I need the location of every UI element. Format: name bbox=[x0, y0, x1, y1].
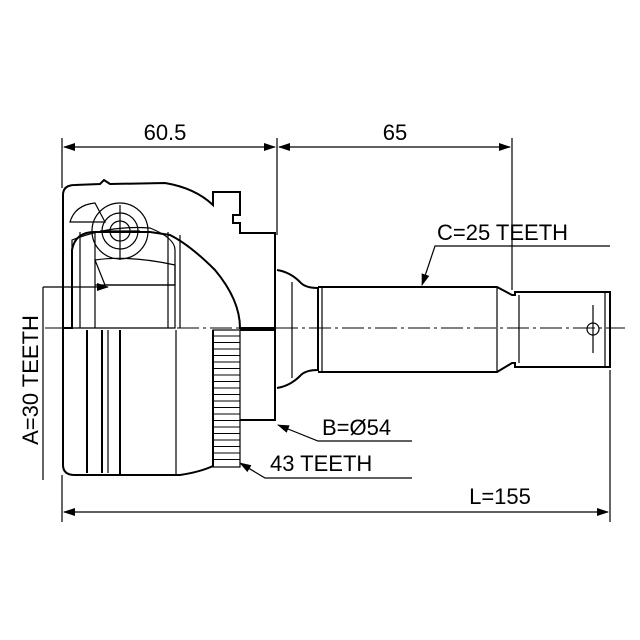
dim-total-length: L=155 bbox=[469, 484, 531, 509]
leader-outer-spline bbox=[421, 245, 610, 286]
housing-outer bbox=[62, 328, 214, 476]
abs-ring bbox=[212, 329, 241, 468]
dim-shaft-length: 65 bbox=[383, 120, 407, 145]
extension-lines bbox=[61, 138, 611, 522]
label-abs-ring: 43 TEETH bbox=[270, 451, 372, 476]
label-seal-diameter: B=Ø54 bbox=[322, 415, 391, 440]
shaft bbox=[276, 269, 611, 389]
flange bbox=[240, 329, 276, 421]
leader-abs-ring bbox=[239, 462, 412, 479]
housing-section bbox=[62, 178, 276, 329]
label-inner-spline: A=30 TEETH bbox=[18, 315, 43, 445]
leader-seal-diameter bbox=[277, 424, 412, 442]
dim-housing-length: 60.5 bbox=[144, 120, 187, 145]
label-outer-spline: C=25 TEETH bbox=[437, 220, 568, 245]
